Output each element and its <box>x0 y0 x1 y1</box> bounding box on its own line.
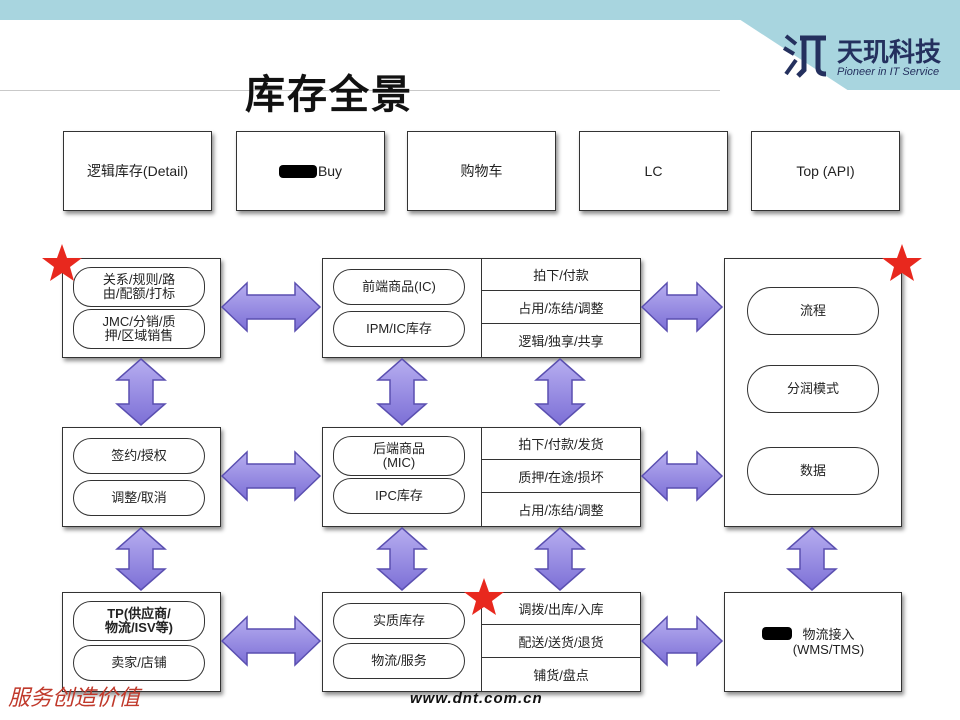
pill-seller: 卖家/店铺 <box>73 645 205 681</box>
cell: 拍下/付款 <box>482 259 640 291</box>
top-box-buy: Buy <box>236 131 385 211</box>
pill-back-goods: 后端商品 (MIC) <box>333 436 465 476</box>
h-arrow <box>640 615 724 667</box>
logo-mark-icon <box>782 34 827 78</box>
pill-physical-inventory: 实质库存 <box>333 603 465 639</box>
physical-cell-table: 调拨/出库/入库 配送/送货/退货 铺货/盘点 <box>481 593 640 691</box>
top-box-top-api: Top (API) <box>751 131 900 211</box>
star-icon <box>42 244 82 281</box>
pill-process: 流程 <box>747 287 879 335</box>
h-arrow <box>640 450 724 502</box>
pill-jmc: JMC/分销/质 押/区域销售 <box>73 309 205 349</box>
star-icon <box>464 578 504 615</box>
top-box-label: Top (API) <box>796 163 855 179</box>
back-cell-table: 拍下/付款/发货 质押/在途/损坏 占用/冻结/调整 <box>481 428 640 526</box>
v-arrow <box>376 527 428 591</box>
logo-name: 天玑科技 <box>837 37 942 67</box>
pill-ipm-inventory: IPM/IC库存 <box>333 311 465 347</box>
v-arrow <box>534 527 586 591</box>
pill-data: 数据 <box>747 447 879 495</box>
v-arrow <box>115 527 167 591</box>
pill-front-goods: 前端商品(IC) <box>333 269 465 305</box>
top-box-cart: 购物车 <box>407 131 556 211</box>
company-logo: 天玑科技 Pioneer in IT Service <box>782 30 957 80</box>
v-arrow <box>534 358 586 426</box>
h-arrow <box>220 450 322 502</box>
h-arrow <box>220 615 322 667</box>
middle-panel-front: 前端商品(IC) IPM/IC库存 拍下/付款 占用/冻结/调整 逻辑/独享/共… <box>322 258 641 358</box>
logo-tagline: Pioneer in IT Service <box>837 66 940 78</box>
cell: 质押/在途/损坏 <box>482 460 640 493</box>
redaction-mark <box>761 627 792 640</box>
v-arrow <box>786 527 838 591</box>
front-cell-table: 拍下/付款 占用/冻结/调整 逻辑/独享/共享 <box>481 259 640 357</box>
title-area <box>0 20 720 91</box>
v-arrow <box>115 358 167 426</box>
right-box-logistics: 物流接入 (WMS/TMS) <box>724 592 902 692</box>
top-box-label: 逻辑库存(Detail) <box>86 163 189 179</box>
pill-logistics-service: 物流/服务 <box>333 643 465 679</box>
left-panel-contract: 签约/授权 调整/取消 <box>62 427 221 527</box>
h-arrow <box>220 281 322 333</box>
top-box-label: LC <box>644 163 663 179</box>
left-panel-tp: TP(供应商/ 物流/ISV等) 卖家/店铺 <box>62 592 221 692</box>
h-arrow <box>640 281 724 333</box>
cell: 调拨/出库/入库 <box>482 593 640 625</box>
top-box-label: 购物车 <box>460 163 503 179</box>
left-panel-rules: 关系/规则/路 由/配额/打标 JMC/分销/质 押/区域销售 <box>62 258 221 358</box>
pill-ipc-inventory: IPC库存 <box>333 478 465 514</box>
cell: 占用/冻结/调整 <box>518 502 604 518</box>
pill-rules: 关系/规则/路 由/配额/打标 <box>73 267 205 307</box>
middle-panel-back: 后端商品 (MIC) IPC库存 拍下/付款/发货 质押/在途/损坏 占用/冻结… <box>322 427 641 527</box>
footer-url: www.dnt.com.cn <box>410 690 543 707</box>
logistics-label: 物流接入 (WMS/TMS) <box>792 627 865 657</box>
top-box-label: Buy <box>317 163 343 179</box>
cell: 铺货/盘点 <box>533 667 589 683</box>
page-title: 库存全景 <box>245 73 413 117</box>
v-arrow <box>376 358 428 426</box>
middle-panel-physical: 实质库存 物流/服务 调拨/出库/入库 配送/送货/退货 铺货/盘点 <box>322 592 641 692</box>
star-icon <box>882 244 922 281</box>
cell: 逻辑/独享/共享 <box>518 333 604 349</box>
top-box-logical-inventory: 逻辑库存(Detail) <box>63 131 212 211</box>
pill-contract: 签约/授权 <box>73 438 205 474</box>
cell: 配送/送货/退货 <box>482 625 640 658</box>
pill-adjust-cancel: 调整/取消 <box>73 480 205 516</box>
cell: 拍下/付款/发货 <box>482 428 640 460</box>
cell: 占用/冻结/调整 <box>482 291 640 324</box>
pill-profit-model: 分润模式 <box>747 365 879 413</box>
right-panel-process: 流程 分润模式 数据 <box>724 258 902 527</box>
pill-tp: TP(供应商/ 物流/ISV等) <box>73 601 205 641</box>
redaction-mark <box>278 164 317 178</box>
footer-slogan: 服务创造价值 <box>8 686 141 711</box>
top-box-lc: LC <box>579 131 728 211</box>
